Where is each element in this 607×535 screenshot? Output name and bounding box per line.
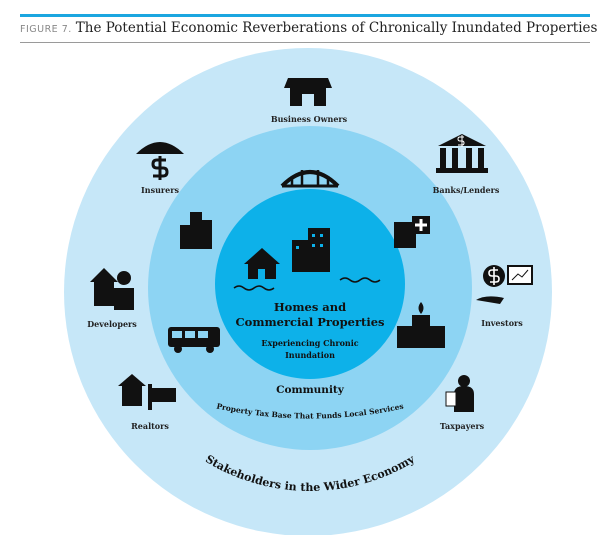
money-chart-icon — [476, 265, 533, 304]
hospital-icon — [394, 216, 430, 248]
figure-title: FIGURE 7.The Potential Economic Reverber… — [20, 20, 597, 43]
bank-icon — [436, 134, 488, 173]
school-icon — [397, 302, 445, 348]
stakeholder-investors: Investors — [481, 318, 523, 328]
inner-circle — [215, 189, 405, 379]
inner-title-1: Homes and — [274, 300, 346, 314]
water-waves-icon — [233, 277, 381, 291]
top-accent-bar — [20, 14, 590, 17]
house-icon — [244, 248, 280, 279]
inner-sub-2: Inundation — [285, 350, 335, 360]
figure-title-text: The Potential Economic Reverberations of… — [75, 20, 598, 36]
taxpayer-icon — [445, 375, 474, 412]
figure-label: FIGURE 7. — [20, 24, 72, 35]
developer-icon — [90, 268, 134, 310]
realtor-sign-icon — [118, 374, 176, 410]
insurance-umbrella-icon — [136, 142, 184, 180]
office-buildings-icon — [292, 228, 330, 272]
stakeholder-insurers: Insurers — [141, 185, 179, 195]
bridge-icon — [280, 170, 340, 188]
community-title: Community — [276, 384, 345, 396]
stakeholder-business-owners: Business Owners — [271, 114, 348, 124]
inner-title-2: Commercial Properties — [236, 315, 385, 329]
stakeholder-banks-lenders: Banks/Lenders — [433, 185, 500, 195]
bus-icon — [168, 327, 220, 353]
stakeholder-taxpayers: Taxpayers — [440, 421, 485, 431]
stakeholder-developers: Developers — [87, 319, 137, 329]
storefront-icon — [284, 78, 332, 106]
inner-sub-1: Experiencing Chronic — [261, 338, 358, 348]
stakeholder-realtors: Realtors — [131, 421, 169, 431]
city-buildings-icon — [180, 212, 212, 249]
